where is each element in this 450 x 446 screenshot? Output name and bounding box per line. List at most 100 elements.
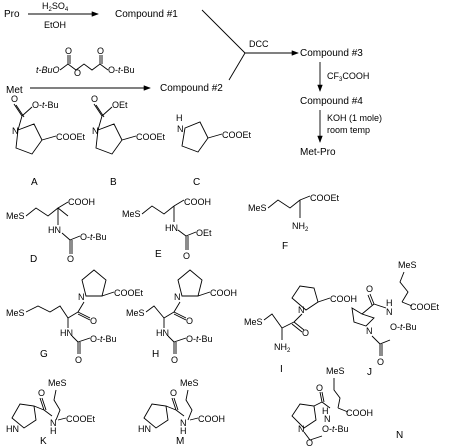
svg-text:O: O [91,94,98,104]
svg-text:O-t-Bu: O-t-Bu [390,322,417,332]
svg-text:O-t-Bu: O-t-Bu [80,232,107,242]
structure-h: N COOH O MeS HN O O-t-Bu H [126,269,237,365]
svg-text:N: N [50,418,57,428]
svg-text:MeS: MeS [244,317,263,327]
svg-text:HN: HN [138,424,151,434]
svg-text:COOEt: COOEt [114,288,144,298]
svg-text:COOH: COOH [68,197,95,207]
label-b: B [110,177,117,188]
svg-text:OEt: OEt [112,100,128,110]
svg-text:COOH: COOH [210,288,237,298]
svg-text:OEt: OEt [196,228,212,238]
structure-k: MeS HN O N H COOEt K [6,378,96,446]
svg-text:O-t-Bu: O-t-Bu [90,334,117,344]
structure-e: MeS COOH HN O OEt E [122,197,212,261]
svg-text:MeS: MeS [248,203,267,213]
svg-text:NH2: NH2 [274,342,291,354]
svg-text:O-t-Bu: O-t-Bu [186,334,213,344]
structure-b: O OEt N COOEt B [91,94,166,188]
structure-c: H N COOEt C [176,113,252,188]
svg-text:MeS: MeS [122,209,141,219]
svg-text:O: O [74,68,81,78]
svg-text:H: H [176,113,183,123]
svg-text:O: O [38,388,45,398]
svg-text:COOH: COOH [330,294,357,304]
svg-text:O: O [316,383,323,393]
svg-text:COOEt: COOEt [56,132,86,142]
svg-text:MeS: MeS [48,378,67,388]
svg-text:COOH: COOH [346,408,373,418]
svg-text:MeS: MeS [326,366,345,376]
svg-text:O: O [366,284,373,294]
label-f: F [282,241,288,252]
reagent-h2so4: H2SO4 [42,1,69,13]
svg-text:O: O [186,316,193,326]
svg-text:O-t-Bu: O-t-Bu [322,424,349,434]
product-met-pro: Met-Pro [300,147,336,158]
reactant-pro: Pro [4,9,20,20]
reagent-boc-anhydride: t-BuO O O O O-t-Bu [36,46,135,78]
structure-d: MeS COOH HN O O-t-Bu D [6,197,107,265]
svg-text:O-t-Bu: O-t-Bu [32,100,59,110]
svg-text:N: N [12,126,19,136]
svg-text:O: O [97,46,104,56]
svg-text:COOEt: COOEt [66,414,96,424]
svg-text:O: O [183,251,190,261]
svg-text:H: H [322,406,329,416]
svg-text:O: O [11,94,18,104]
compound4-label: Compound #4 [300,96,363,107]
label-m: M [176,436,184,446]
svg-text:H: H [386,298,393,308]
svg-text:MeS: MeS [180,378,199,388]
svg-text:COOEt: COOEt [222,130,252,140]
svg-text:H: H [180,426,187,436]
reactant-met: Met [6,85,23,96]
svg-text:N: N [366,326,373,336]
svg-text:COOH: COOH [184,197,211,207]
svg-text:O: O [65,46,72,56]
svg-text:O-t-Bu: O-t-Bu [108,65,135,75]
svg-text:N: N [324,414,331,424]
reagent-room-temp: room temp [327,125,370,135]
svg-text:N: N [298,424,305,434]
svg-text:COOEt: COOEt [136,132,166,142]
label-d: D [30,254,37,265]
svg-text:O: O [90,316,97,326]
svg-text:MeS: MeS [6,211,25,221]
svg-text:COOEt: COOEt [410,302,440,312]
label-e: E [155,249,162,260]
svg-text:H: H [50,426,57,436]
svg-text:O: O [67,254,74,264]
svg-text:O: O [377,357,384,367]
svg-text:O: O [171,355,178,365]
label-a: A [31,177,38,188]
svg-text:t-BuO: t-BuO [36,65,60,75]
structure-g: N COOEt O MeS HN O O-t-Bu G [6,269,144,365]
compound1-label: Compound #1 [115,9,178,20]
reagent-dcc: DCC [249,39,269,49]
reagent-cf3cooh: CF3COOH [327,71,369,83]
label-h: H [152,349,159,360]
label-n: N [396,430,403,441]
svg-text:N: N [298,305,305,315]
svg-text:N: N [78,292,85,302]
svg-text:HN: HN [156,328,169,338]
reagent-etoh: EtOH [44,20,66,30]
svg-text:HN: HN [6,424,19,434]
svg-text:MeS: MeS [126,308,145,318]
structure-m: MeS HN O N H COOH M [138,378,225,446]
label-j: J [367,367,372,378]
svg-text:O: O [170,388,177,398]
svg-text:MeS: MeS [398,260,417,270]
svg-text:MeS: MeS [6,308,25,318]
reaction-scheme: Pro H2SO4 EtOH Compound #1 Met t-BuO O O… [4,1,382,158]
svg-text:COOH: COOH [198,414,225,424]
converge-line-1 [201,9,246,54]
structure-i: N COOH O MeS NH2 I [244,285,357,375]
svg-text:N: N [174,292,181,302]
structure-n: MeS COOH N O H N O O-t-Bu N [291,366,403,446]
svg-text:NH2: NH2 [292,221,309,233]
label-i: I [280,364,283,375]
label-k: K [40,436,47,446]
